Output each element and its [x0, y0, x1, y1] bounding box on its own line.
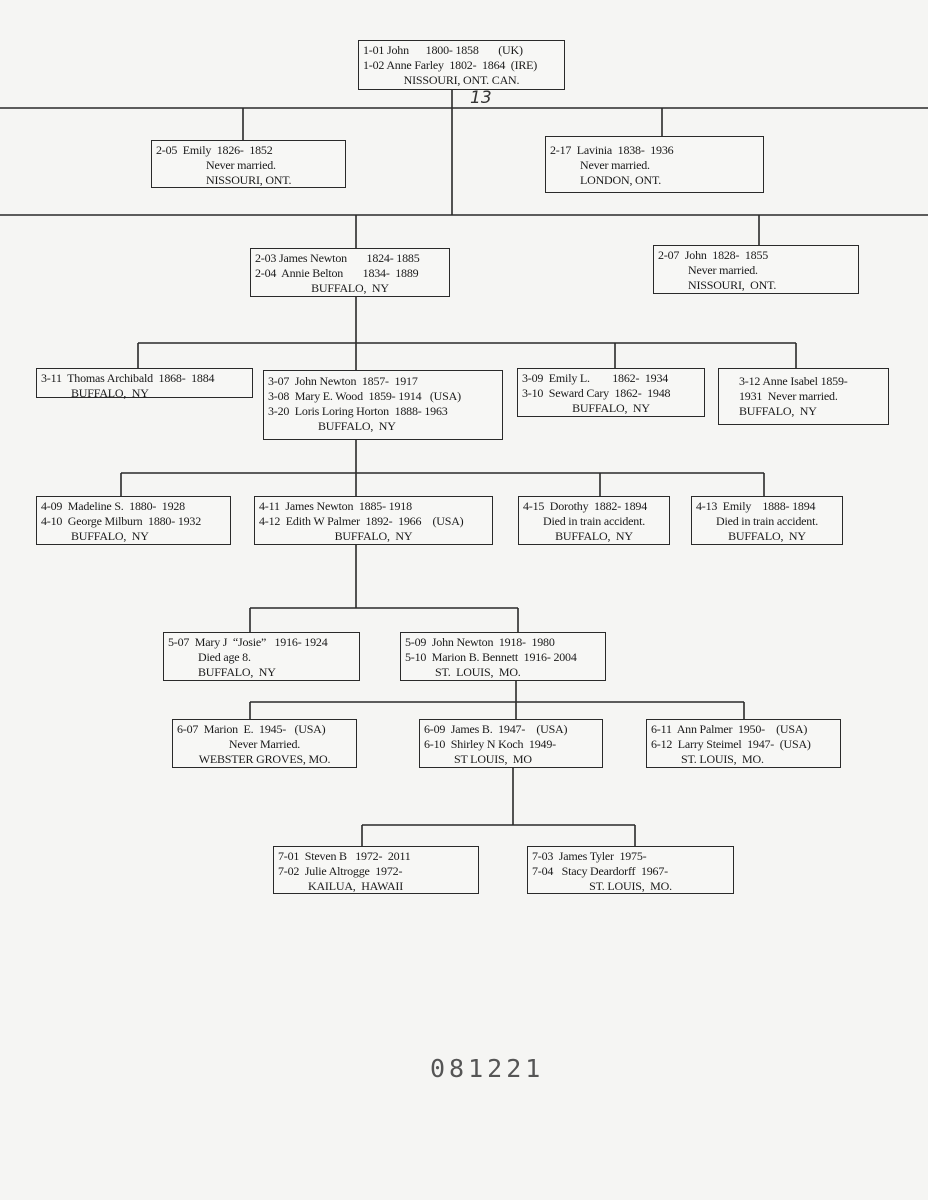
box-line: 7-02 Julie Altrogge 1972- — [278, 864, 403, 878]
box-line: 7-03 James Tyler 1975- — [532, 849, 647, 863]
box-location: ST. LOUIS, MO. — [435, 665, 521, 679]
box-line: 2-07 John 1828- 1855 — [658, 248, 769, 262]
box-location: BUFFALO, NY — [572, 401, 650, 415]
person-box-7-03: 7-03 James Tyler 1975- 7-04 Stacy Deardo… — [527, 846, 734, 894]
box-line: 1-02 Anne Farley 1802- 1864 (IRE) — [363, 58, 538, 72]
person-box-3-11: 3-11 Thomas Archibald 1868- 1884 BUFFALO… — [36, 368, 253, 400]
box-location: BUFFALO, NY — [198, 665, 276, 679]
box-note: Died in train accident. — [542, 514, 646, 528]
person-box-4-09: 4-09 Madeline S. 1880- 1928 4-10 George … — [36, 496, 231, 545]
box-line: 4-12 Edith W Palmer 1892- 1966 (USA) — [259, 514, 464, 528]
box-location: BUFFALO, NY — [71, 529, 149, 543]
person-box-3-07: 3-07 John Newton 1857- 1917 3-08 Mary E.… — [263, 370, 503, 440]
box-location: BUFFALO, NY — [555, 529, 633, 543]
person-box-5-09: 5-09 John Newton 1918- 1980 5-10 Marion … — [400, 632, 606, 681]
box-line: 5-10 Marion B. Bennett 1916- 2004 — [405, 650, 577, 664]
box-line: 3-07 John Newton 1857- 1917 — [268, 374, 418, 388]
box-line: 6-07 Marion E. 1945- (USA) — [177, 722, 326, 736]
box-location: LONDON, ONT. — [580, 173, 662, 187]
box-line: 4-09 Madeline S. 1880- 1928 — [41, 499, 185, 513]
person-box-6-09: 6-09 James B. 1947- (USA) 6-10 Shirley N… — [419, 719, 603, 768]
box-line: 6-09 James B. 1947- (USA) — [424, 722, 568, 736]
person-box-2-17: 2-17 Lavinia 1838- 1936 Never married. L… — [545, 136, 764, 193]
box-location: ST. LOUIS, MO. — [589, 879, 672, 893]
box-line: 3-10 Seward Cary 1862- 1948 — [522, 386, 671, 400]
box-line: 2-17 Lavinia 1838- 1936 — [550, 143, 674, 157]
person-box-7-01: 7-01 Steven B 1972- 2011 7-02 Julie Altr… — [273, 846, 479, 894]
person-box-2-05: 2-05 Emily 1826- 1852 Never married. NIS… — [151, 140, 346, 188]
box-location: ST. LOUIS, MO. — [681, 752, 764, 766]
box-line: 4-13 Emily 1888- 1894 — [696, 499, 816, 513]
box-line: 3-11 Thomas Archibald 1868- 1884 — [41, 371, 215, 385]
box-line: 7-01 Steven B 1972- 2011 — [278, 849, 411, 863]
person-box-4-15: 4-15 Dorothy 1882- 1894 Died in train ac… — [518, 496, 670, 545]
box-note: Never married. — [206, 158, 276, 172]
person-box-4-11: 4-11 James Newton 1885- 1918 4-12 Edith … — [254, 496, 493, 545]
person-box-6-07: 6-07 Marion E. 1945- (USA) Never Married… — [172, 719, 357, 768]
box-location: BUFFALO, NY — [739, 404, 817, 418]
box-note: Never married. — [688, 263, 758, 277]
box-line: 2-04 Annie Belton 1834- 1889 — [255, 266, 419, 280]
person-box-2-07: 2-07 John 1828- 1855 Never married. NISS… — [653, 245, 859, 294]
box-note: Died age 8. — [198, 650, 251, 664]
box-line: 3-08 Mary E. Wood 1859- 1914 (USA) — [268, 389, 461, 403]
box-note: Never married. — [580, 158, 650, 172]
box-location: NISSOURI, ONT. CAN. — [403, 73, 520, 87]
box-line: 1-01 John 1800- 1858 (UK) — [363, 43, 523, 57]
box-location: KAILUA, HAWAII — [308, 879, 404, 893]
box-location: ST LOUIS, MO — [454, 752, 532, 766]
box-line: 4-10 George Milburn 1880- 1932 — [41, 514, 202, 528]
box-line: 6-12 Larry Steimel 1947- (USA) — [651, 737, 811, 751]
box-location: BUFFALO, NY — [318, 419, 396, 433]
box-location: NISSOURI, ONT. — [206, 173, 292, 187]
box-line: 3-09 Emily L. 1862- 1934 — [522, 371, 669, 385]
box-line: 1931 Never married. — [739, 389, 838, 403]
box-location: BUFFALO, NY — [728, 529, 806, 543]
box-line: 6-11 Ann Palmer 1950- (USA) — [651, 722, 808, 736]
box-location: NISSOURI, ONT. — [688, 278, 777, 292]
person-box-2-03: 2-03 James Newton 1824- 1885 2-04 Annie … — [250, 248, 450, 297]
box-note: Died in train accident. — [715, 514, 819, 528]
box-line: 6-10 Shirley N Koch 1949- — [424, 737, 556, 751]
person-box-6-11: 6-11 Ann Palmer 1950- (USA) 6-12 Larry S… — [646, 719, 841, 768]
box-line: 3-12 Anne Isabel 1859- — [739, 374, 848, 388]
person-box-3-09: 3-09 Emily L. 1862- 1934 3-10 Seward Car… — [517, 368, 705, 417]
box-location: BUFFALO, NY — [311, 281, 389, 295]
box-location: WEBSTER GROVES, MO. — [198, 752, 331, 766]
box-location: BUFFALO, NY — [71, 386, 149, 400]
box-line: 4-15 Dorothy 1882- 1894 — [523, 499, 647, 513]
handwritten-note: 13 — [470, 88, 492, 108]
box-line: 4-11 James Newton 1885- 1918 — [259, 499, 412, 513]
box-line: 7-04 Stacy Deardorff 1967- — [532, 864, 668, 878]
box-line: 2-03 James Newton 1824- 1885 — [255, 251, 420, 265]
person-box-4-13: 4-13 Emily 1888- 1894 Died in train acci… — [691, 496, 843, 545]
box-line: 2-05 Emily 1826- 1852 — [156, 143, 273, 157]
person-box-3-12: 3-12 Anne Isabel 1859- 1931 Never marrie… — [718, 368, 889, 425]
person-box-5-07: 5-07 Mary J “Josie” 1916- 1924 Died age … — [163, 632, 360, 681]
box-location: BUFFALO, NY — [334, 529, 413, 543]
box-note: Never Married. — [228, 737, 301, 751]
box-line: 5-09 John Newton 1918- 1980 — [405, 635, 555, 649]
box-line: 3-20 Loris Loring Horton 1888- 1963 — [268, 404, 448, 418]
person-box-1-01: 1-01 John 1800- 1858 (UK) 1-02 Anne Farl… — [358, 40, 565, 90]
stamp-number: 081221 — [430, 1054, 545, 1083]
box-line: 5-07 Mary J “Josie” 1916- 1924 — [168, 635, 328, 649]
